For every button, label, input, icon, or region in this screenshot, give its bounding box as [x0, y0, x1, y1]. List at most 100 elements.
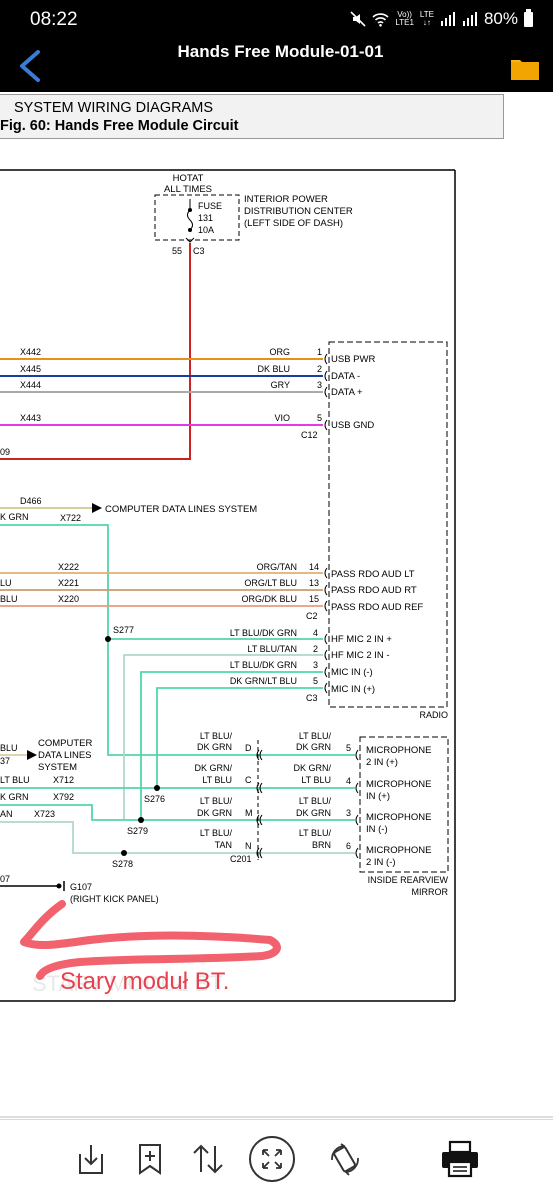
save-download-button[interactable]: [74, 1137, 108, 1181]
svg-text:ALL TIMES: ALL TIMES: [164, 184, 212, 195]
svg-text:INTERIOR POWER: INTERIOR POWER: [244, 194, 328, 205]
svg-text:X723: X723: [34, 809, 55, 819]
svg-text:C3: C3: [306, 693, 318, 703]
add-bookmark-button[interactable]: [134, 1137, 166, 1181]
svg-text:MICROPHONE: MICROPHONE: [366, 745, 431, 756]
svg-text:X712: X712: [53, 775, 74, 785]
svg-text:C12: C12: [301, 430, 318, 440]
svg-text:X442: X442: [20, 347, 41, 357]
svg-text:LT BLU: LT BLU: [0, 775, 30, 785]
svg-text:C2: C2: [306, 611, 318, 621]
svg-text:3: 3: [346, 808, 351, 818]
svg-text:MIC IN (-): MIC IN (-): [331, 667, 373, 678]
svg-text:HF MIC 2 IN -: HF MIC 2 IN -: [331, 650, 390, 661]
svg-text:MIRROR: MIRROR: [412, 887, 449, 897]
svg-text:09: 09: [0, 447, 10, 457]
svg-text:ORG: ORG: [269, 347, 290, 357]
battery-icon: [524, 8, 533, 27]
fullscreen-icon: [249, 1136, 295, 1182]
svg-text:(RIGHT KICK PANEL): (RIGHT KICK PANEL): [70, 894, 159, 904]
svg-text:LT BLU/TAN: LT BLU/TAN: [247, 644, 297, 654]
printer-icon: [442, 1140, 478, 1178]
svg-text:ORG/LT BLU: ORG/LT BLU: [244, 578, 297, 588]
svg-text:LT BLU/: LT BLU/: [299, 731, 332, 741]
svg-text:2: 2: [313, 644, 318, 654]
svg-text:X444: X444: [20, 380, 41, 390]
svg-text:LT BLU/: LT BLU/: [200, 828, 233, 838]
download-icon: [79, 1145, 103, 1174]
svg-text:4: 4: [313, 628, 318, 638]
svg-text:LT BLU: LT BLU: [301, 775, 331, 785]
svg-text:13: 13: [309, 578, 319, 588]
svg-text:S278: S278: [112, 859, 133, 869]
svg-text:S279: S279: [127, 826, 148, 836]
print-button[interactable]: [440, 1137, 480, 1181]
sort-arrows-icon: [193, 1144, 223, 1174]
svg-text:3: 3: [317, 380, 322, 390]
svg-text:STARY MODUŁ BT: STARY MODUŁ BT: [32, 971, 223, 996]
svg-text:N: N: [245, 841, 252, 851]
folder-icon[interactable]: [509, 48, 541, 84]
svg-text:COMPUTER DATA LINES SYSTEM: COMPUTER DATA LINES SYSTEM: [105, 504, 257, 515]
lte-indicator: LTE↓↑: [419, 10, 434, 27]
svg-text:X222: X222: [58, 562, 79, 572]
svg-text:MICROPHONE: MICROPHONE: [366, 845, 431, 856]
rotate-button[interactable]: [325, 1137, 365, 1181]
svg-text:2 IN (+): 2 IN (+): [366, 757, 398, 768]
svg-text:2: 2: [317, 364, 322, 374]
svg-text:MICROPHONE: MICROPHONE: [366, 779, 431, 790]
scroll-direction-button[interactable]: [189, 1137, 227, 1181]
svg-text:IN (+): IN (+): [366, 791, 390, 802]
svg-text:5: 5: [346, 743, 351, 753]
svg-text:DK GRN/: DK GRN/: [293, 763, 331, 773]
svg-text:LU: LU: [0, 578, 12, 588]
svg-text:PASS RDO AUD LT: PASS RDO AUD LT: [331, 569, 415, 580]
svg-text:DK GRN: DK GRN: [296, 808, 331, 818]
svg-text:DK GRN/LT BLU: DK GRN/LT BLU: [230, 676, 297, 686]
svg-text:14: 14: [309, 562, 319, 572]
svg-text:3: 3: [313, 660, 318, 670]
svg-text:VIO: VIO: [274, 413, 290, 423]
svg-text:IN (-): IN (-): [366, 824, 388, 835]
signal-icon: [440, 12, 455, 26]
svg-text:DK GRN/: DK GRN/: [194, 763, 232, 773]
svg-text:DATA -: DATA -: [331, 371, 360, 382]
fuse-block: HOTAT ALL TIMES FUSE 131 10A INTERIOR PO…: [154, 173, 353, 256]
svg-text:D466: D466: [20, 496, 42, 506]
svg-text:S276: S276: [144, 794, 165, 804]
svg-text:6: 6: [346, 841, 351, 851]
svg-text:15: 15: [309, 594, 319, 604]
status-bar: 08:22 Vo))LTE1 LTE↓↑ 80%: [0, 0, 553, 40]
svg-text:M: M: [245, 808, 253, 818]
svg-text:BLU: BLU: [0, 743, 18, 753]
bookmark-add-icon: [139, 1144, 161, 1175]
fullscreen-button[interactable]: [248, 1136, 296, 1182]
svg-text:RADIO: RADIO: [419, 710, 448, 720]
svg-text:X443: X443: [20, 413, 41, 423]
svg-text:MIC IN (+): MIC IN (+): [331, 684, 375, 695]
svg-text:DISTRIBUTION CENTER: DISTRIBUTION CENTER: [244, 206, 353, 217]
svg-text:BRN: BRN: [312, 840, 331, 850]
svg-text:DK BLU: DK BLU: [257, 364, 290, 374]
app-bar: Hands Free Module-01-01: [0, 40, 553, 92]
battery-percent: 80%: [483, 9, 518, 28]
svg-text:G107: G107: [70, 882, 92, 892]
signal-icon: [462, 12, 477, 26]
bottom-toolbar: [0, 1119, 553, 1200]
svg-text:BLU: BLU: [0, 594, 18, 604]
svg-text:HF MIC 2 IN +: HF MIC 2 IN +: [331, 634, 392, 645]
svg-text:PASS RDO AUD REF: PASS RDO AUD REF: [331, 602, 423, 613]
svg-text:AN: AN: [0, 809, 13, 819]
svg-text:TAN: TAN: [215, 840, 232, 850]
svg-text:DATA +: DATA +: [331, 387, 363, 398]
svg-text:ORG/DK BLU: ORG/DK BLU: [241, 594, 297, 604]
volte-indicator: Vo))LTE1: [395, 10, 414, 27]
back-arrow-icon[interactable]: [14, 48, 48, 84]
svg-text:5: 5: [317, 413, 322, 423]
svg-text:LT BLU/: LT BLU/: [299, 828, 332, 838]
svg-text:C: C: [245, 775, 252, 785]
svg-text:131: 131: [198, 213, 213, 223]
svg-text:LT BLU/: LT BLU/: [299, 796, 332, 806]
mute-icon: [350, 11, 366, 27]
svg-text:X722: X722: [60, 513, 81, 523]
